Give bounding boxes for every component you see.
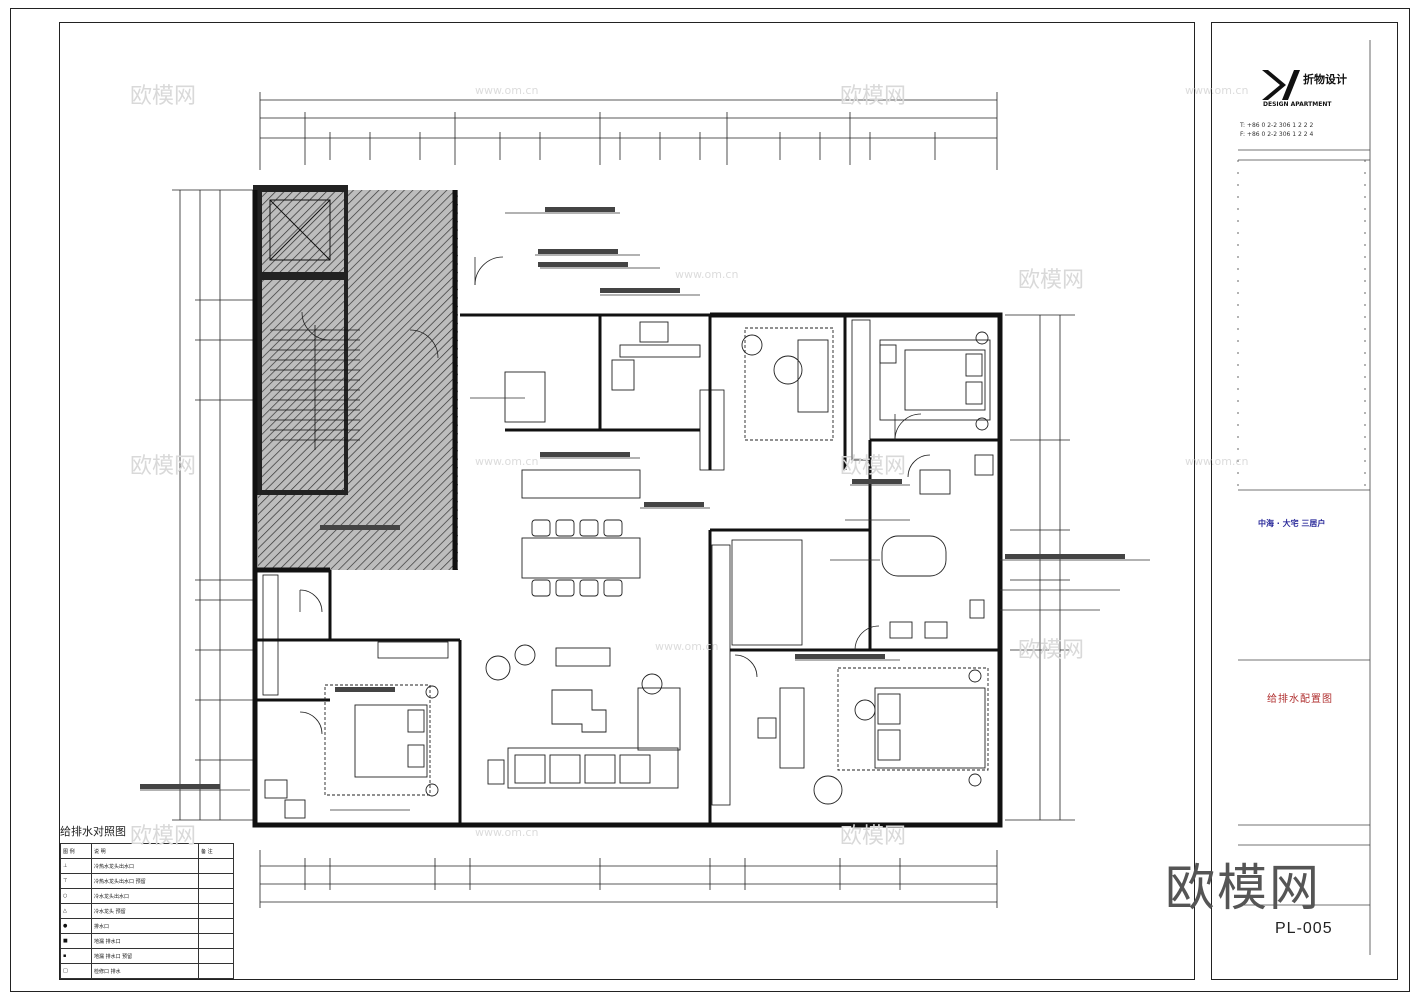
- watermark-url: www.om.cn: [1185, 84, 1249, 97]
- watermark-url: www.om.cn: [675, 268, 739, 281]
- legend-symbol: □: [60, 963, 92, 979]
- legend-text: 冷热水龙头出水口 预留: [91, 873, 199, 889]
- legend-row: ■地漏 排水口: [60, 933, 234, 949]
- contact-line-1: T: +86 0 2-2 306 1 2 2 2: [1240, 122, 1314, 129]
- watermark: 欧模网: [130, 454, 197, 479]
- watermark-url: www.om.cn: [1185, 455, 1249, 468]
- watermark-url: www.om.cn: [655, 640, 719, 653]
- watermark-url: www.om.cn: [475, 826, 539, 839]
- watermark: 欧模网: [1018, 268, 1085, 293]
- legend-row: ●排水口: [60, 918, 234, 934]
- bottom-dimension-lines: [259, 850, 998, 908]
- title-block: [1211, 22, 1398, 980]
- watermark-url: www.om.cn: [475, 84, 539, 97]
- furniture: [264, 321, 994, 819]
- watermark: 欧模网: [130, 824, 197, 849]
- legend-text: 地漏 排水口 预留: [91, 948, 199, 964]
- legend-symbol: ▪: [60, 948, 92, 964]
- watermark: 欧模网: [130, 84, 197, 109]
- door-swings: [299, 256, 931, 735]
- legend-row: ○冷水龙头出水口: [60, 888, 234, 904]
- watermark: 欧模网: [840, 84, 907, 109]
- legend-text: 地漏 排水口: [91, 933, 199, 949]
- exterior-walls: [252, 190, 1003, 828]
- legend-symbol: ⊤: [60, 873, 92, 889]
- legend-text: 冷水龙头 预留: [91, 903, 199, 919]
- annotation-leaders: [140, 212, 1150, 811]
- legend-table: 图 例 说 明 备 注 ⊥冷热水龙头出水口 ⊤冷热水龙头出水口 预留 ○冷水龙头…: [60, 843, 234, 979]
- right-dimension-lines: [1005, 314, 1075, 821]
- drawing-area-border: [59, 22, 1195, 980]
- brand-subtitle: DESIGN APARTMENT: [1263, 101, 1332, 108]
- legend-header-row: 图 例 说 明 备 注: [60, 843, 234, 859]
- legend-text: 检修口 排水: [91, 963, 199, 979]
- legend-symbol: ■: [60, 933, 92, 949]
- left-dimension-lines: [172, 189, 255, 821]
- legend-symbol: ○: [60, 888, 92, 904]
- stair: [270, 325, 360, 450]
- contact-line-2: F: +86 0 2-2 306 1 2 2 4: [1240, 131, 1314, 138]
- legend-text: 排水口: [91, 918, 199, 934]
- legend-text: 冷热水龙头出水口: [91, 858, 199, 874]
- legend-row: □检修口 排水: [60, 963, 234, 979]
- legend-symbol: △: [60, 903, 92, 919]
- wardrobes: [262, 319, 871, 806]
- drawing-name: 给排水配置图: [1267, 694, 1333, 705]
- legend-row: ⊥冷热水龙头出水口: [60, 858, 234, 874]
- sheet-number: PL-005: [1275, 920, 1333, 937]
- top-dimension-lines: [259, 92, 998, 170]
- legend-text: 冷水龙头出水口: [91, 888, 199, 904]
- sheet-border: [10, 8, 1410, 992]
- legend-title: 给排水对照图: [60, 825, 126, 838]
- legend-row: ▪地漏 排水口 预留: [60, 948, 234, 964]
- interior-walls: [255, 313, 1000, 825]
- legend-header: 图 例: [60, 843, 92, 859]
- annotation-labels: [140, 207, 1125, 789]
- legend-header: 备 注: [198, 843, 234, 859]
- legend-symbol: ●: [60, 918, 92, 934]
- watermark: 欧模网: [840, 824, 907, 849]
- legend-row: ⊤冷热水龙头出水口 预留: [60, 873, 234, 889]
- watermark-url: www.om.cn: [475, 455, 539, 468]
- legend-row: △冷水龙头 预留: [60, 903, 234, 919]
- watermark: 欧模网: [1018, 638, 1085, 663]
- project-name: 中海 · 大宅 三居户: [1258, 519, 1326, 528]
- brand-name: 折物设计: [1303, 73, 1347, 86]
- title-block-lines: [1237, 40, 1371, 955]
- watermark-large: 欧模网: [1165, 859, 1321, 917]
- brand-logo: [1262, 70, 1300, 100]
- core-hatched-zone: [253, 185, 458, 570]
- watermark: 欧模网: [840, 454, 907, 479]
- legend-symbol: ⊥: [60, 858, 92, 874]
